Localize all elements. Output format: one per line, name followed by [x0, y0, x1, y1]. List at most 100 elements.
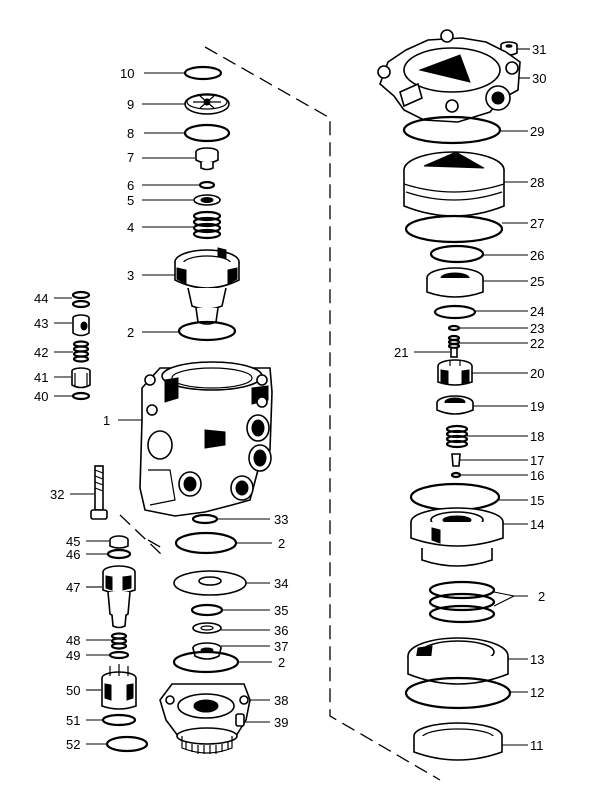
valve-41 — [54, 367, 91, 389]
label-20: 20 — [530, 366, 544, 381]
o-ring-49 — [86, 650, 130, 660]
o-ring-2-lower-a — [174, 531, 272, 555]
label-51: 51 — [66, 713, 80, 728]
retainer-19 — [436, 395, 528, 415]
o-ring-35 — [190, 603, 270, 617]
plate-34 — [173, 570, 270, 596]
o-ring-40 — [54, 391, 91, 401]
label-12: 12 — [530, 685, 544, 700]
sleeve-11 — [413, 722, 528, 761]
label-22: 22 — [530, 336, 544, 351]
valve-37 — [192, 642, 270, 660]
label-44: 44 — [34, 291, 48, 306]
spring-4 — [142, 210, 222, 240]
guide-50 — [86, 664, 137, 710]
label-47: 47 — [66, 580, 80, 595]
label-29: 29 — [530, 124, 544, 139]
o-ring-51 — [86, 713, 137, 727]
cap-45 — [86, 535, 129, 549]
label-18: 18 — [530, 429, 544, 444]
label-24: 24 — [530, 304, 544, 319]
screw-39 — [235, 713, 270, 727]
spring-18 — [445, 424, 528, 449]
label-45: 45 — [66, 534, 80, 549]
piston-14 — [410, 507, 528, 567]
snap-ring-10 — [144, 65, 223, 81]
o-ring-27 — [404, 214, 528, 244]
piston-3 — [142, 247, 240, 325]
cap-housing-30 — [377, 29, 530, 123]
spring-48 — [86, 632, 128, 650]
pin-21 — [414, 347, 458, 358]
label-40: 40 — [34, 389, 48, 404]
label-50: 50 — [66, 683, 80, 698]
o-ring-2-lower-b — [172, 650, 272, 674]
label-6: 6 — [127, 178, 134, 193]
o-ring-6 — [142, 180, 216, 190]
label-8: 8 — [127, 126, 134, 141]
o-ring-26 — [429, 244, 528, 264]
label-19: 19 — [530, 399, 544, 414]
o-ring-33 — [191, 513, 270, 525]
o-ring-12 — [404, 676, 528, 710]
label-7: 7 — [127, 150, 134, 165]
label-26: 26 — [530, 248, 544, 263]
label-14: 14 — [530, 517, 544, 532]
label-37: 37 — [274, 639, 288, 654]
label-30: 30 — [532, 71, 546, 86]
o-ring-29 — [402, 115, 528, 145]
valve-disc-9 — [142, 93, 230, 115]
label-36: 36 — [274, 623, 288, 638]
label-32: 32 — [50, 487, 64, 502]
snap-ring-15 — [409, 482, 528, 512]
o-rings-2-right — [428, 580, 528, 624]
valve-assembly-20 — [437, 359, 528, 386]
label-35: 35 — [274, 603, 288, 618]
label-28: 28 — [530, 175, 544, 190]
label-15: 15 — [530, 493, 544, 508]
o-ring-24 — [433, 304, 528, 320]
assembly-guide-lines — [119, 46, 441, 781]
label-31: 31 — [532, 42, 546, 57]
snap-ring-52 — [86, 735, 149, 753]
o-ring-8 — [144, 123, 231, 143]
label-1: 1 — [103, 413, 110, 428]
cover-38 — [159, 683, 270, 754]
label-25: 25 — [530, 274, 544, 289]
piston-28 — [403, 151, 528, 217]
label-39: 39 — [274, 715, 288, 730]
valve-stem-17 — [451, 453, 528, 467]
fitting-43 — [54, 314, 90, 337]
label-49: 49 — [66, 648, 80, 663]
label-21: 21 — [394, 345, 408, 360]
label-38: 38 — [274, 693, 288, 708]
ring-23 — [447, 324, 528, 332]
plunger-7 — [142, 147, 219, 171]
washer-36 — [192, 622, 270, 634]
plunger-47 — [86, 565, 136, 629]
part-labels: 10 9 8 7 6 5 4 3 2 1 44 43 42 41 40 32 4… — [34, 42, 546, 753]
label-41: 41 — [34, 370, 48, 385]
label-33: 33 — [274, 512, 288, 527]
label-2a: 2 — [127, 325, 134, 340]
o-rings-44 — [54, 290, 91, 309]
bolt-32 — [70, 465, 108, 520]
label-17: 17 — [530, 453, 544, 468]
o-ring-2-upper — [142, 320, 237, 342]
valve-body-1 — [118, 361, 273, 517]
label-11: 11 — [530, 738, 544, 753]
spring-42 — [54, 340, 90, 363]
label-2d: 2 — [538, 589, 545, 604]
label-2b: 2 — [278, 536, 285, 551]
label-3: 3 — [127, 268, 134, 283]
label-52: 52 — [66, 737, 80, 752]
label-10: 10 — [120, 66, 134, 81]
spring-seat-25 — [426, 267, 528, 298]
label-43: 43 — [34, 316, 48, 331]
label-13: 13 — [530, 652, 544, 667]
label-5: 5 — [127, 193, 134, 208]
o-ring-46 — [86, 548, 132, 560]
label-42: 42 — [34, 345, 48, 360]
label-2c: 2 — [278, 655, 285, 670]
